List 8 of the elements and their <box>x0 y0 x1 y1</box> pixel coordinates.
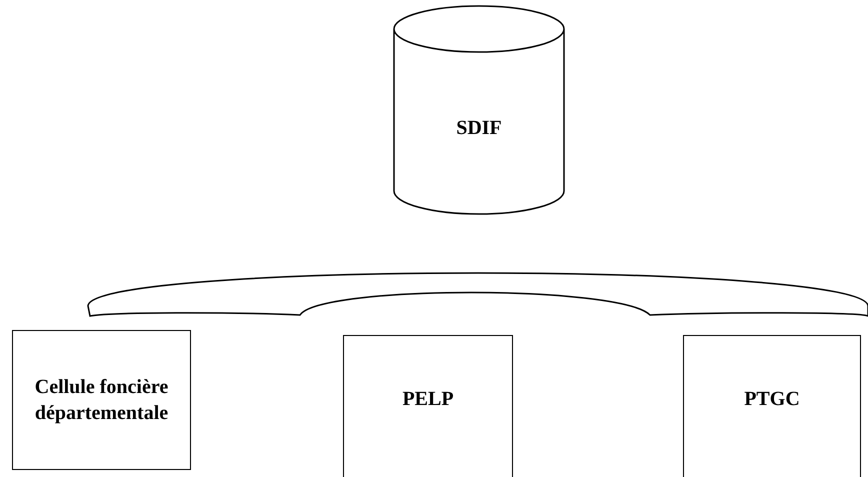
database-cylinder <box>393 5 565 215</box>
process-box <box>343 335 513 477</box>
node-label: SDIF <box>456 116 502 141</box>
node-label: Cellule foncière départementale <box>34 375 170 426</box>
process-box <box>683 335 861 477</box>
node-label: PTGC <box>744 387 800 412</box>
process-box <box>12 330 191 470</box>
node-label: PELP <box>402 387 454 412</box>
